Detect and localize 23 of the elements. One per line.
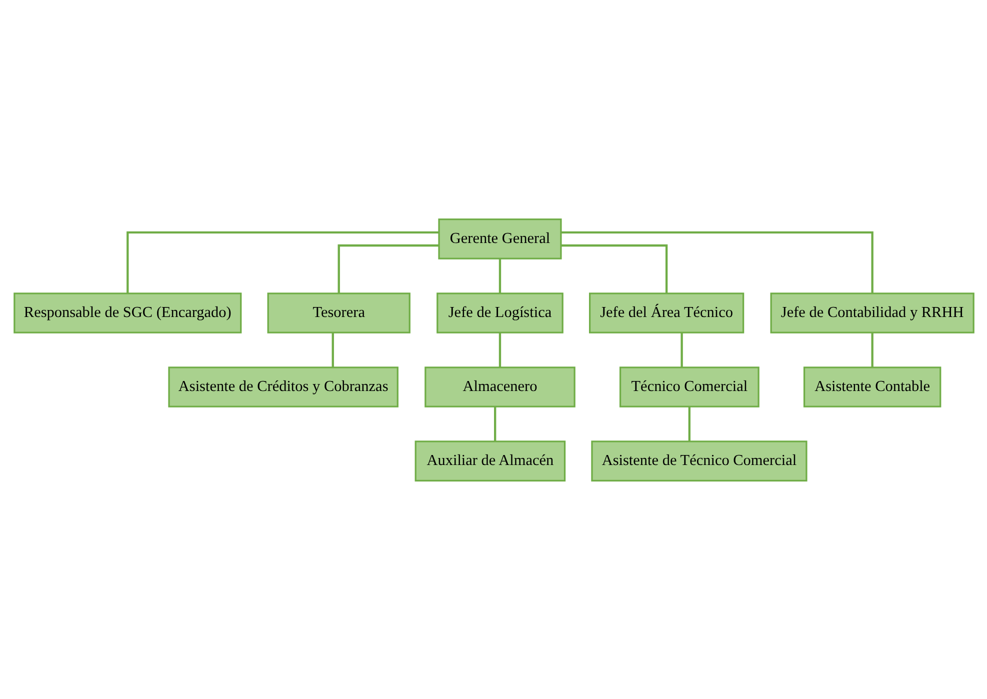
node-box: Técnico Comercial: [618, 366, 759, 407]
node-box: Responsable de SGC (Encargado): [13, 292, 242, 333]
connector: [498, 258, 501, 293]
node-box: Almacenero: [424, 366, 575, 407]
connector: [680, 332, 682, 367]
connector: [870, 332, 873, 367]
node-box: Asistente de Créditos y Cobranzas: [168, 366, 398, 407]
node-box: Jefe de Contabilidad y RRHH: [770, 292, 974, 333]
connector: [126, 230, 438, 293]
node-box: Tesorera: [266, 292, 410, 333]
connector: [331, 332, 334, 367]
node-box: Auxiliar de Almacén: [414, 440, 566, 481]
node-box: Asistente Contable: [802, 366, 941, 407]
connector: [337, 244, 438, 293]
connector: [560, 244, 668, 293]
node-box: Jefe del Área Técnico: [588, 292, 744, 333]
connector: [494, 406, 496, 441]
node-box: Jefe de Logística: [436, 292, 563, 333]
connector: [688, 406, 690, 441]
connector: [498, 332, 501, 367]
node-box: Asistente de Técnico Comercial: [590, 440, 807, 481]
connector: [560, 230, 873, 293]
node-box: Gerente General: [438, 218, 562, 259]
